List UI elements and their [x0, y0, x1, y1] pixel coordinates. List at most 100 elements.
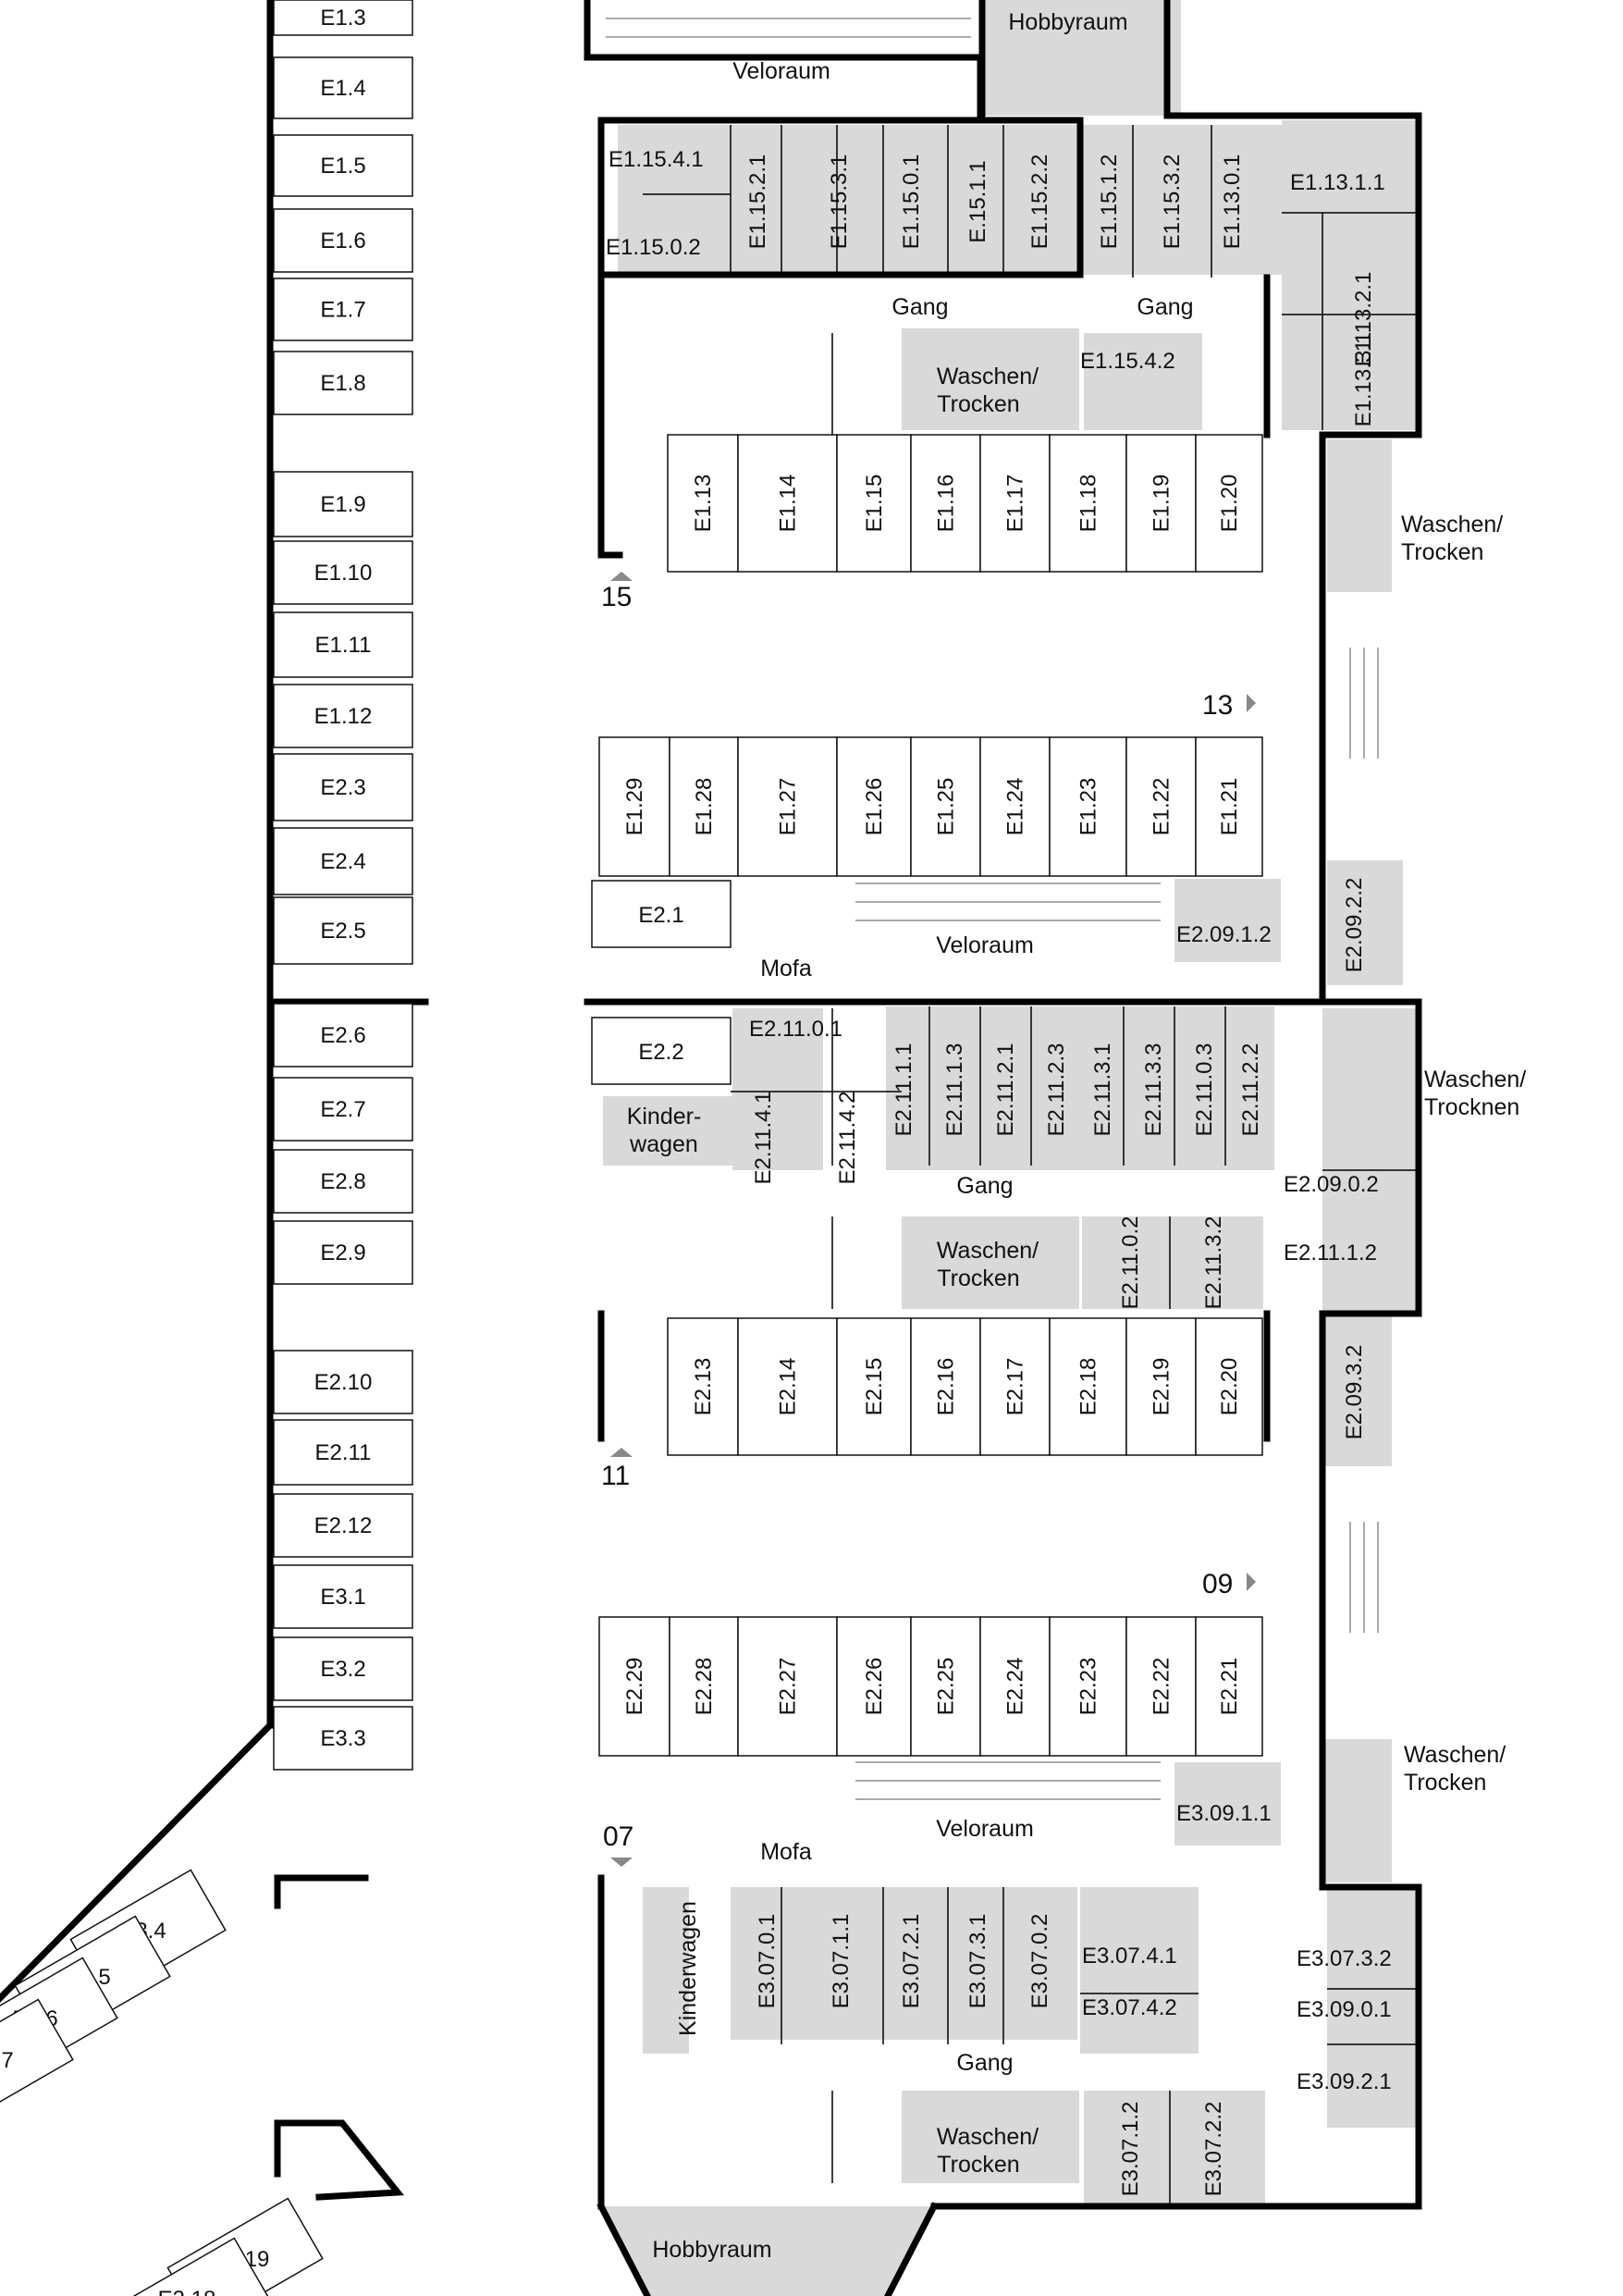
gang-2-label: Gang: [956, 1173, 1013, 1199]
svg-text:E1.29: E1.29: [622, 778, 647, 836]
parking-E2-7[interactable]: E2.7: [273, 1077, 413, 1142]
walls: [0, 0, 1422, 2296]
parking-e2-2[interactable]: E2.2: [591, 1017, 732, 1085]
parking-E1-7[interactable]: E1.7: [273, 278, 413, 341]
parking-E3-7[interactable]: E3.7: [0, 1998, 74, 2130]
svg-text:E1.20: E1.20: [1217, 475, 1242, 533]
parking-E2-15[interactable]: E2.15: [836, 1317, 912, 1456]
parking-E2-4[interactable]: E2.4: [273, 827, 413, 895]
svg-text:E1.7: E1.7: [320, 298, 365, 323]
parking-E1-29[interactable]: E1.29: [598, 736, 670, 877]
parking-E3-18[interactable]: E3.18: [113, 2237, 270, 2296]
svg-text:E2.16: E2.16: [934, 1358, 959, 1416]
svg-text:E1.18: E1.18: [1076, 475, 1101, 533]
parking-E2-22[interactable]: E2.22: [1125, 1616, 1197, 1757]
parking-E1-5[interactable]: E1.5: [273, 134, 413, 197]
parking-E2-16[interactable]: E2.16: [910, 1317, 981, 1456]
parking-E1-10[interactable]: E1.10: [273, 540, 413, 605]
parking-E1-13[interactable]: E1.13: [667, 434, 739, 573]
svg-text:E2.5: E2.5: [320, 919, 365, 944]
svg-text:E2.17: E2.17: [1003, 1358, 1028, 1416]
parking-E2-29[interactable]: E2.29: [598, 1616, 670, 1757]
cellar-E2-11-1-3: E2.11.1.3: [942, 1043, 967, 1137]
svg-text:E2.10: E2.10: [314, 1370, 373, 1395]
parking-E1-21[interactable]: E1.21: [1195, 736, 1263, 877]
parking-E3-1[interactable]: E3.1: [273, 1564, 413, 1629]
parking-E1-28[interactable]: E1.28: [669, 736, 739, 877]
parking-E1-11[interactable]: E1.11: [273, 611, 413, 678]
parking-E1-25[interactable]: E1.25: [910, 736, 981, 877]
parking-E1-20[interactable]: E1.20: [1195, 434, 1263, 573]
svg-text:E2.6: E2.6: [320, 1023, 365, 1048]
svg-text:E2.2: E2.2: [638, 1040, 683, 1065]
cellar-E3-07-3-1: E3.07.3.1: [965, 1914, 990, 2009]
veloraum-top-label: Veloraum: [732, 58, 830, 84]
svg-text:E2.29: E2.29: [622, 1658, 647, 1716]
svg-text:E2.7: E2.7: [320, 1097, 365, 1122]
parking-E1-26[interactable]: E1.26: [836, 736, 912, 877]
parking-E2-13[interactable]: E2.13: [667, 1317, 739, 1456]
parking-E1-9[interactable]: E1.9: [273, 471, 413, 537]
parking-E2-27[interactable]: E2.27: [737, 1616, 838, 1757]
parking-E2-23[interactable]: E2.23: [1049, 1616, 1127, 1757]
parking-E2-14[interactable]: E2.14: [737, 1317, 838, 1456]
svg-text:E1.8: E1.8: [320, 371, 365, 396]
svg-text:E2.1: E2.1: [638, 903, 683, 928]
parking-E2-26[interactable]: E2.26: [836, 1616, 912, 1757]
svg-text:E2.11.4.1: E2.11.4.1: [751, 1092, 776, 1185]
svg-text:E2.20: E2.20: [1217, 1358, 1242, 1416]
parking-E1-16[interactable]: E1.16: [910, 434, 981, 573]
parking-E2-25[interactable]: E2.25: [910, 1616, 981, 1757]
veloraum-1-label: Veloraum: [936, 932, 1034, 958]
parking-E2-20[interactable]: E2.20: [1195, 1317, 1263, 1456]
parking-E1-18[interactable]: E1.18: [1049, 434, 1127, 573]
svg-text:E1.25: E1.25: [934, 778, 959, 836]
parking-E1-6[interactable]: E1.6: [273, 208, 413, 273]
parking-e2-1[interactable]: E2.1: [591, 880, 732, 948]
svg-text:E2.09.1.2: E2.09.1.2: [1176, 922, 1272, 947]
parking-E2-11[interactable]: E2.11: [273, 1419, 413, 1486]
svg-text:E3.3: E3.3: [320, 1726, 365, 1751]
parking-E2-28[interactable]: E2.28: [669, 1616, 739, 1757]
parking-E2-24[interactable]: E2.24: [979, 1616, 1051, 1757]
west-parking-column: E1.3E1.4E1.5E1.6E1.7E1.8E1.9E1.10E1.11E1…: [273, 0, 413, 1771]
parking-E1-22[interactable]: E1.22: [1125, 736, 1197, 877]
parking-E1-12[interactable]: E1.12: [273, 684, 413, 748]
parking-E1-8[interactable]: E1.8: [273, 351, 413, 415]
parking-E2-17[interactable]: E2.17: [979, 1317, 1051, 1456]
waschen-label-4: Waschen/: [1401, 512, 1503, 537]
svg-text:E2.11.4.2: E2.11.4.2: [835, 1092, 860, 1185]
svg-text:E2.8: E2.8: [320, 1169, 365, 1194]
parking-E1-15[interactable]: E1.15: [836, 434, 912, 573]
parking-E2-12[interactable]: E2.12: [273, 1493, 413, 1558]
parking-E1-27[interactable]: E1.27: [737, 736, 838, 877]
svg-text:E2.18: E2.18: [1076, 1358, 1101, 1416]
parking-E2-8[interactable]: E2.8: [273, 1149, 413, 1214]
parking-E1-14[interactable]: E1.14: [737, 434, 838, 573]
parking-E2-6[interactable]: E2.6: [273, 1003, 413, 1068]
parking-E3-2[interactable]: E3.2: [273, 1636, 413, 1701]
svg-text:E2.13: E2.13: [691, 1358, 716, 1416]
parking-E2-5[interactable]: E2.5: [273, 896, 413, 965]
parking-E2-10[interactable]: E2.10: [273, 1350, 413, 1414]
svg-text:E2.11.3.2: E2.11.3.2: [1201, 1216, 1226, 1310]
parking-E2-3[interactable]: E2.3: [273, 753, 413, 821]
parking-E1-23[interactable]: E1.23: [1049, 736, 1127, 877]
mofa-2-label: Mofa: [760, 1839, 812, 1865]
parking-E1-17[interactable]: E1.17: [979, 434, 1051, 573]
svg-text:E1.3: E1.3: [320, 6, 365, 31]
parking-E2-19[interactable]: E2.19: [1125, 1317, 1197, 1456]
svg-text:E1.16: E1.16: [934, 475, 959, 533]
cellar-labels-vertical: E1.13.2.1 E1.13.3.1 E2.09.2.2 E2.11.4.1 …: [751, 272, 1376, 2197]
gang-3-label: Gang: [956, 2050, 1013, 2076]
parking-E1-24[interactable]: E1.24: [979, 736, 1051, 877]
svg-text:E1.15: E1.15: [862, 475, 887, 533]
parking-E2-21[interactable]: E2.21: [1195, 1616, 1263, 1757]
parking-E2-9[interactable]: E2.9: [273, 1220, 413, 1285]
parking-E1-3[interactable]: E1.3: [273, 0, 413, 36]
parking-E1-4[interactable]: E1.4: [273, 56, 413, 119]
trocknen-label: Trocknen: [1424, 1094, 1519, 1120]
parking-E2-18[interactable]: E2.18: [1049, 1317, 1127, 1456]
parking-E1-19[interactable]: E1.19: [1125, 434, 1197, 573]
parking-E3-3[interactable]: E3.3: [273, 1706, 413, 1771]
